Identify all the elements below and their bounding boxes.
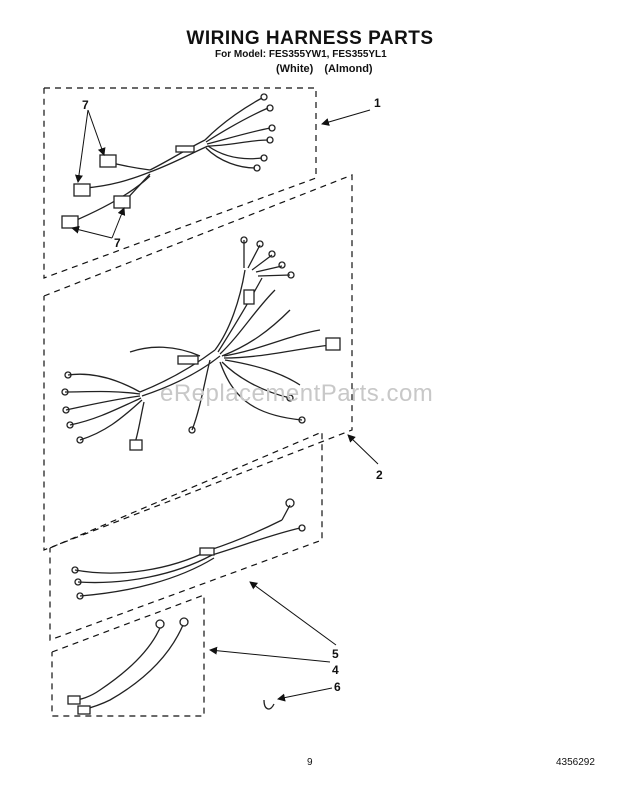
callout-4: 4 — [332, 663, 339, 677]
callout-1: 1 — [374, 96, 381, 110]
leader-lines-6 — [277, 687, 333, 702]
leader-lines-2 — [347, 434, 379, 465]
callout-7-bottom: 7 — [114, 236, 121, 250]
harness-part-2 — [61, 236, 341, 451]
part-4-group — [51, 594, 205, 717]
harness-part-4 — [67, 617, 189, 715]
part-1-group — [43, 87, 317, 279]
document-number: 4356292 — [556, 757, 595, 768]
callout-6: 6 — [334, 680, 341, 694]
page-title: WIRING HARNESS PARTS — [186, 28, 434, 49]
part-2-group — [43, 174, 353, 551]
page-number: 9 — [307, 757, 313, 768]
watermark: eReplacementParts.com — [160, 380, 434, 407]
callout-7-top: 7 — [82, 98, 89, 112]
leader-lines-1 — [71, 109, 371, 239]
leader-lines-5 — [249, 581, 337, 646]
model-line: For Model: FES355YW1, FES355YL1 — [215, 49, 387, 60]
harness-part-1 — [61, 93, 276, 229]
part-5-group — [49, 431, 323, 641]
harness-part-5 — [71, 498, 306, 600]
callout-5: 5 — [332, 647, 339, 661]
callout-2: 2 — [376, 468, 383, 482]
color-variants: (White) (Almond) — [276, 63, 373, 75]
part-6-clip — [263, 699, 275, 710]
leader-lines-4 — [209, 646, 331, 663]
